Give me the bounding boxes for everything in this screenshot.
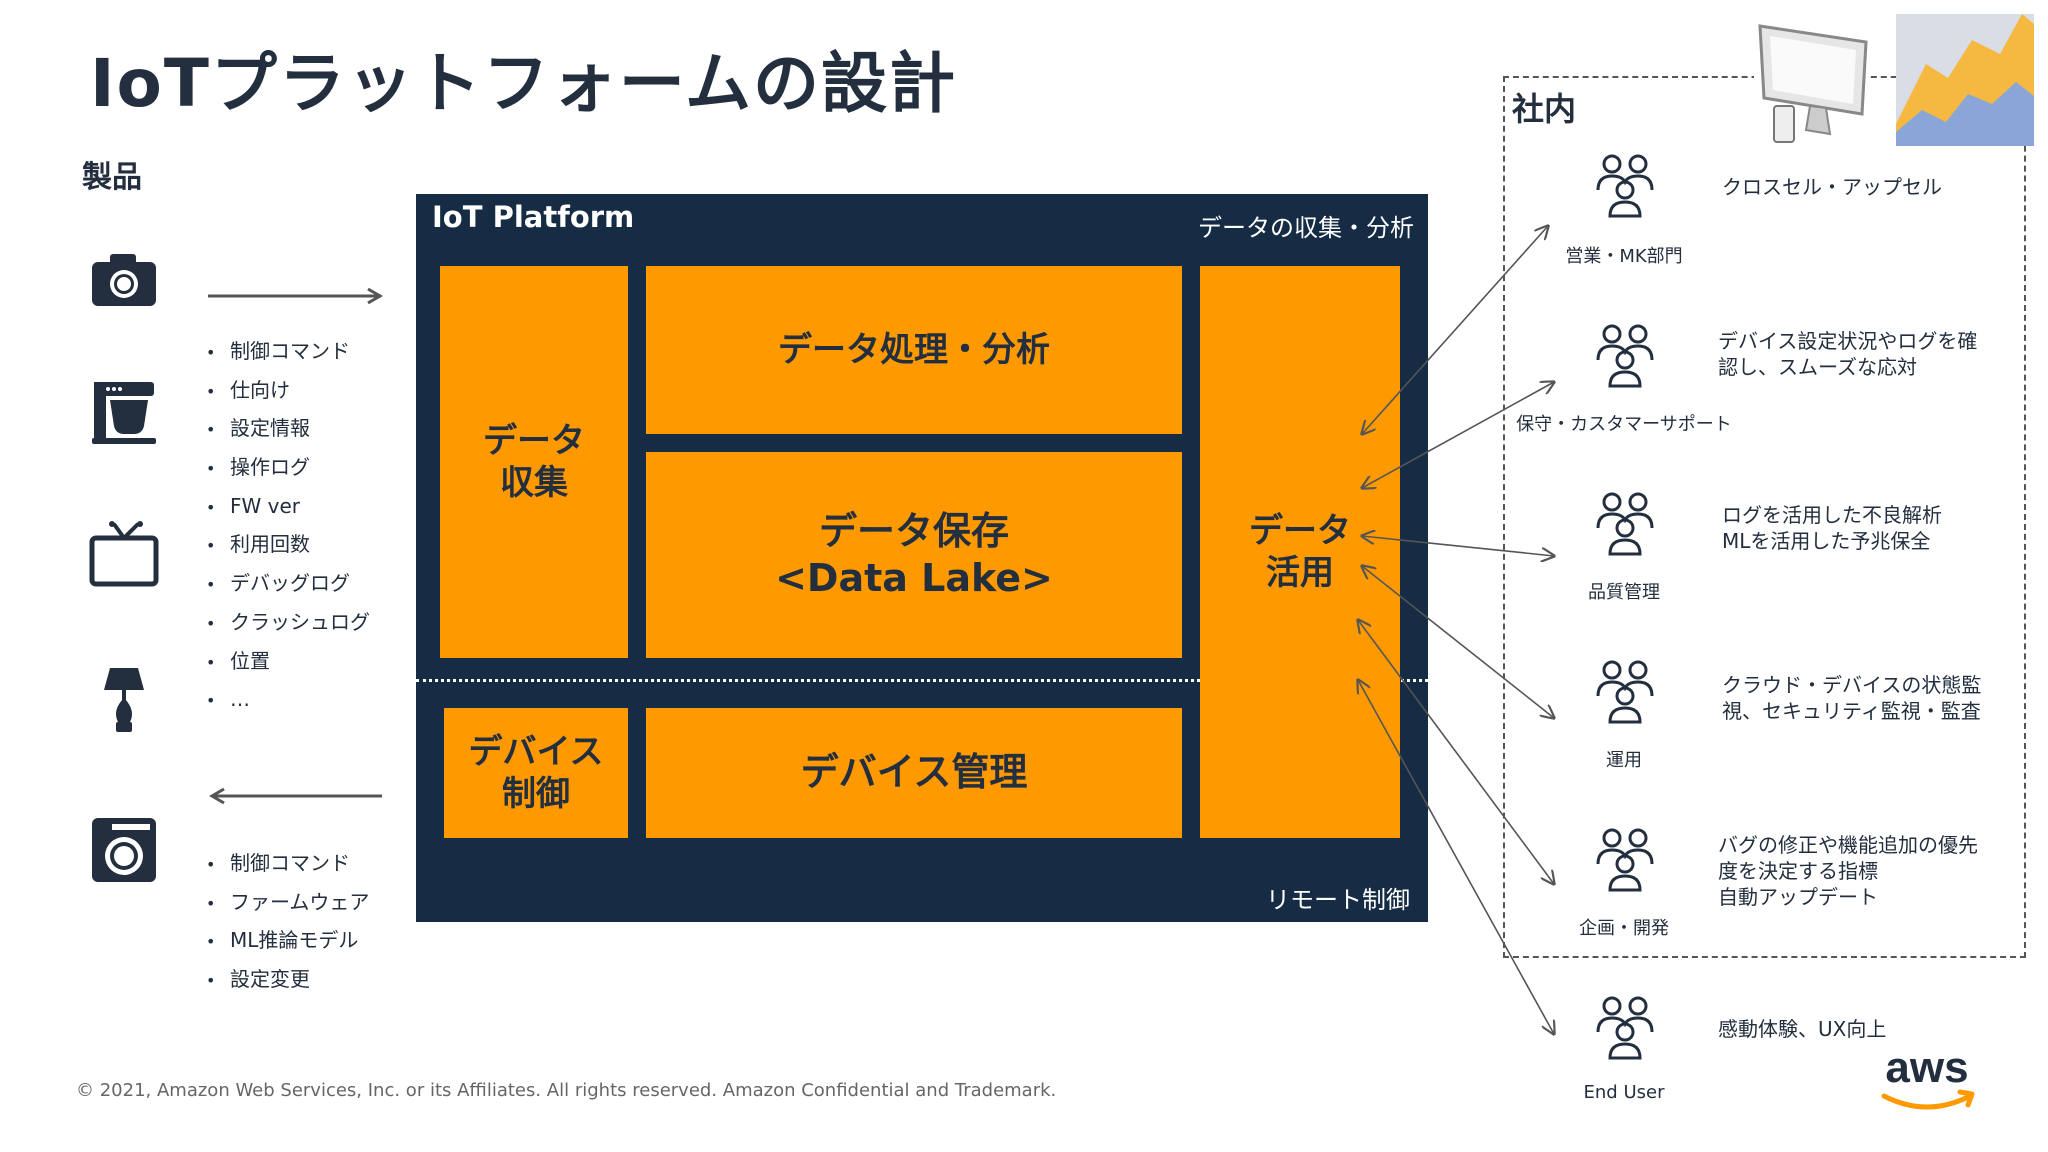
arrow-end-user: [1358, 680, 1554, 1034]
group-label: 品質管理: [1588, 582, 1660, 603]
group-description: デバイス設定状況やログを確 認し、スムーズな応対: [1718, 329, 1978, 379]
list-item: ファームウェア: [206, 883, 369, 922]
lamp-icon: [104, 668, 144, 732]
download-arrow: [209, 787, 382, 805]
data-storage-block: データ保存 <Data Lake>: [646, 452, 1182, 658]
people-group-icon: [1596, 996, 1654, 1060]
block-label: データ 活用: [1249, 510, 1351, 594]
aws-logo: aws: [1881, 1044, 1975, 1110]
list-item: FW ver: [206, 487, 370, 526]
people-group-icon: [1596, 492, 1654, 556]
block-label: データ保存 <Data Lake>: [775, 508, 1053, 601]
group-description: クロスセル・アップセル: [1722, 175, 1942, 199]
people-group-icon: [1596, 324, 1654, 388]
platform-divider: [416, 679, 1428, 682]
block-label: データ処理・分析: [778, 329, 1050, 370]
device-management-block: デバイス管理: [646, 708, 1182, 838]
page-title: IoTプラットフォームの設計: [90, 45, 957, 122]
list-item: ML推論モデル: [206, 921, 369, 960]
washing-machine-icon: [92, 818, 156, 882]
people-group-icon: [1596, 660, 1654, 724]
list-item: デバッグログ: [206, 564, 370, 603]
people-group-icon: [1596, 154, 1654, 218]
list-item: 設定情報: [206, 409, 370, 448]
list-item: 仕向け: [206, 371, 370, 410]
internal-label: 社内: [1512, 90, 1577, 128]
group-label: 運用: [1606, 750, 1642, 771]
group-description: バグの修正や機能追加の優先 度を決定する指標 自動アップデート: [1718, 833, 1978, 909]
platform-title: IoT Platform: [432, 200, 635, 234]
group-description: クラウド・デバイスの状態監 視、セキュリティ監視・監査: [1722, 673, 1982, 723]
end-user-label: End User: [1583, 1082, 1665, 1103]
group-label: 営業・MK部門: [1565, 246, 1683, 267]
upload-items-list: 制御コマンド 仕向け 設定情報 操作ログ FW ver 利用回数 デバッグログ …: [206, 332, 370, 719]
copyright-footer: © 2021, Amazon Web Services, Inc. or its…: [76, 1080, 1057, 1101]
arrow-quality: [1362, 536, 1554, 556]
list-item: 利用回数: [206, 525, 370, 564]
group-label: 保守・カスタマーサポート: [1516, 414, 1732, 435]
list-item: 設定変更: [206, 960, 369, 999]
end-user-description: 感動体験、UX向上: [1718, 1017, 1887, 1041]
monitor-icon: [1754, 20, 1870, 144]
group-label: 企画・開発: [1579, 918, 1669, 939]
data-collection-block: データ 収集: [440, 266, 628, 658]
arrow-support: [1362, 382, 1554, 488]
aws-logo-text: aws: [1885, 1044, 1968, 1092]
device-control-block: デバイス 制御: [444, 708, 628, 838]
block-label: デバイス管理: [800, 750, 1028, 795]
data-processing-block: データ処理・分析: [646, 266, 1182, 434]
list-item: クラッシュログ: [206, 603, 370, 642]
list-item: 制御コマンド: [206, 332, 370, 371]
upload-arrow: [208, 287, 383, 305]
people-group-icon: [1596, 828, 1654, 892]
products-label: 製品: [82, 160, 142, 195]
group-description: ログを活用した不良解析 MLを活用した予兆保全: [1722, 503, 1942, 553]
download-items-list: 制御コマンド ファームウェア ML推論モデル 設定変更: [206, 844, 369, 999]
camera-icon: [92, 254, 156, 306]
area-chart-icon: [1896, 14, 2034, 146]
list-item: 位置: [206, 642, 370, 681]
list-item: …: [206, 680, 370, 719]
stand-mixer-icon: [92, 382, 156, 444]
list-item: 制御コマンド: [206, 844, 369, 883]
block-label: データ 収集: [483, 420, 585, 504]
tv-icon: [89, 521, 159, 587]
block-label: デバイス 制御: [468, 731, 604, 815]
list-item: 操作ログ: [206, 448, 370, 487]
